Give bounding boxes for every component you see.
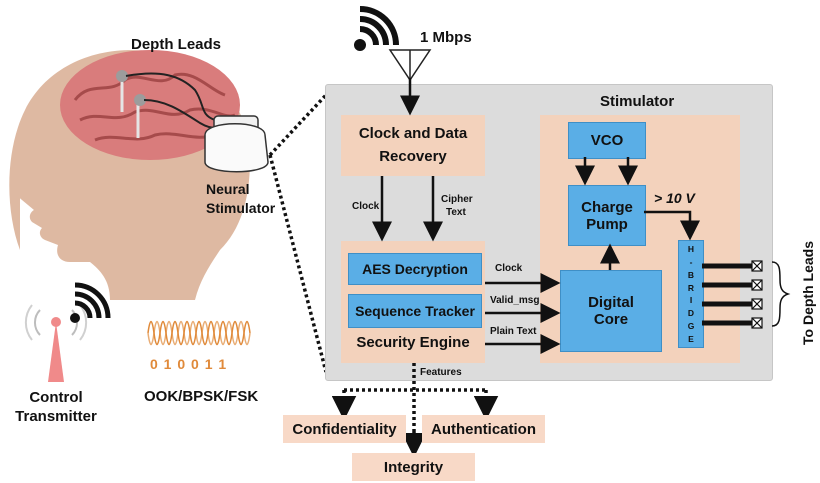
modulation-label: OOK/BPSK/FSK [144,388,259,405]
confidentiality-box: Confidentiality [283,415,406,443]
h-bridge-block: H - B R I D G E [678,240,704,348]
features-heading: Features [420,367,462,378]
authentication-box: Authentication [422,415,545,443]
neural-stimulator-label-2: Stimulator [206,200,276,216]
hb-letter: E [688,334,694,344]
sig-plain-label: Plain Text [490,326,537,337]
sig-valid-label: Valid_msg [490,295,540,306]
security-engine-label: Security Engine [356,334,470,351]
control-transmitter-label-2: Transmitter [15,408,97,425]
charge-pump-block: Charge Pump [568,185,646,246]
clock-data-recovery-block [341,115,485,176]
digital-core-label-1: Digital [588,294,634,311]
sequence-tracker-block: Sequence Tracker [348,294,482,328]
hb-letter: R [687,282,695,293]
cipher-label-1: Cipher [441,194,473,205]
bits-label: 0 1 0 0 1 1 [150,356,228,372]
hb-letter: D [687,308,695,319]
neural-stimulator-label-1: Neural [206,181,250,197]
charge-pump-label-1: Charge [581,198,633,216]
digital-core-label-2: Core [593,311,629,328]
cipher-label-2: Text [446,207,466,218]
hb-letter: I [689,295,693,306]
charge-pump-label-2: Pump [586,215,628,233]
hb-letter: B [687,269,695,280]
digital-core-block: Digital Core [560,270,662,352]
control-transmitter-label-1: Control [29,389,83,406]
clock-signal-label: Clock [352,201,380,212]
stimulator-title: Stimulator [600,93,675,110]
depth-leads-label: Depth Leads [131,36,222,53]
cdr-label-1: Clock and Data [358,125,468,142]
hb-letter: H [687,243,695,254]
hb-letter: - [689,256,693,267]
aes-decryption-block: AES Decryption [348,253,482,285]
hb-letter: G [687,321,695,332]
sig-clock-label: Clock [495,263,523,274]
vco-block: VCO [568,122,646,159]
rate-label: 1 Mbps [420,29,472,46]
integrity-box: Integrity [352,453,475,481]
voltage-label: > 10 V [654,190,695,206]
cdr-label-2: Recovery [379,148,447,165]
